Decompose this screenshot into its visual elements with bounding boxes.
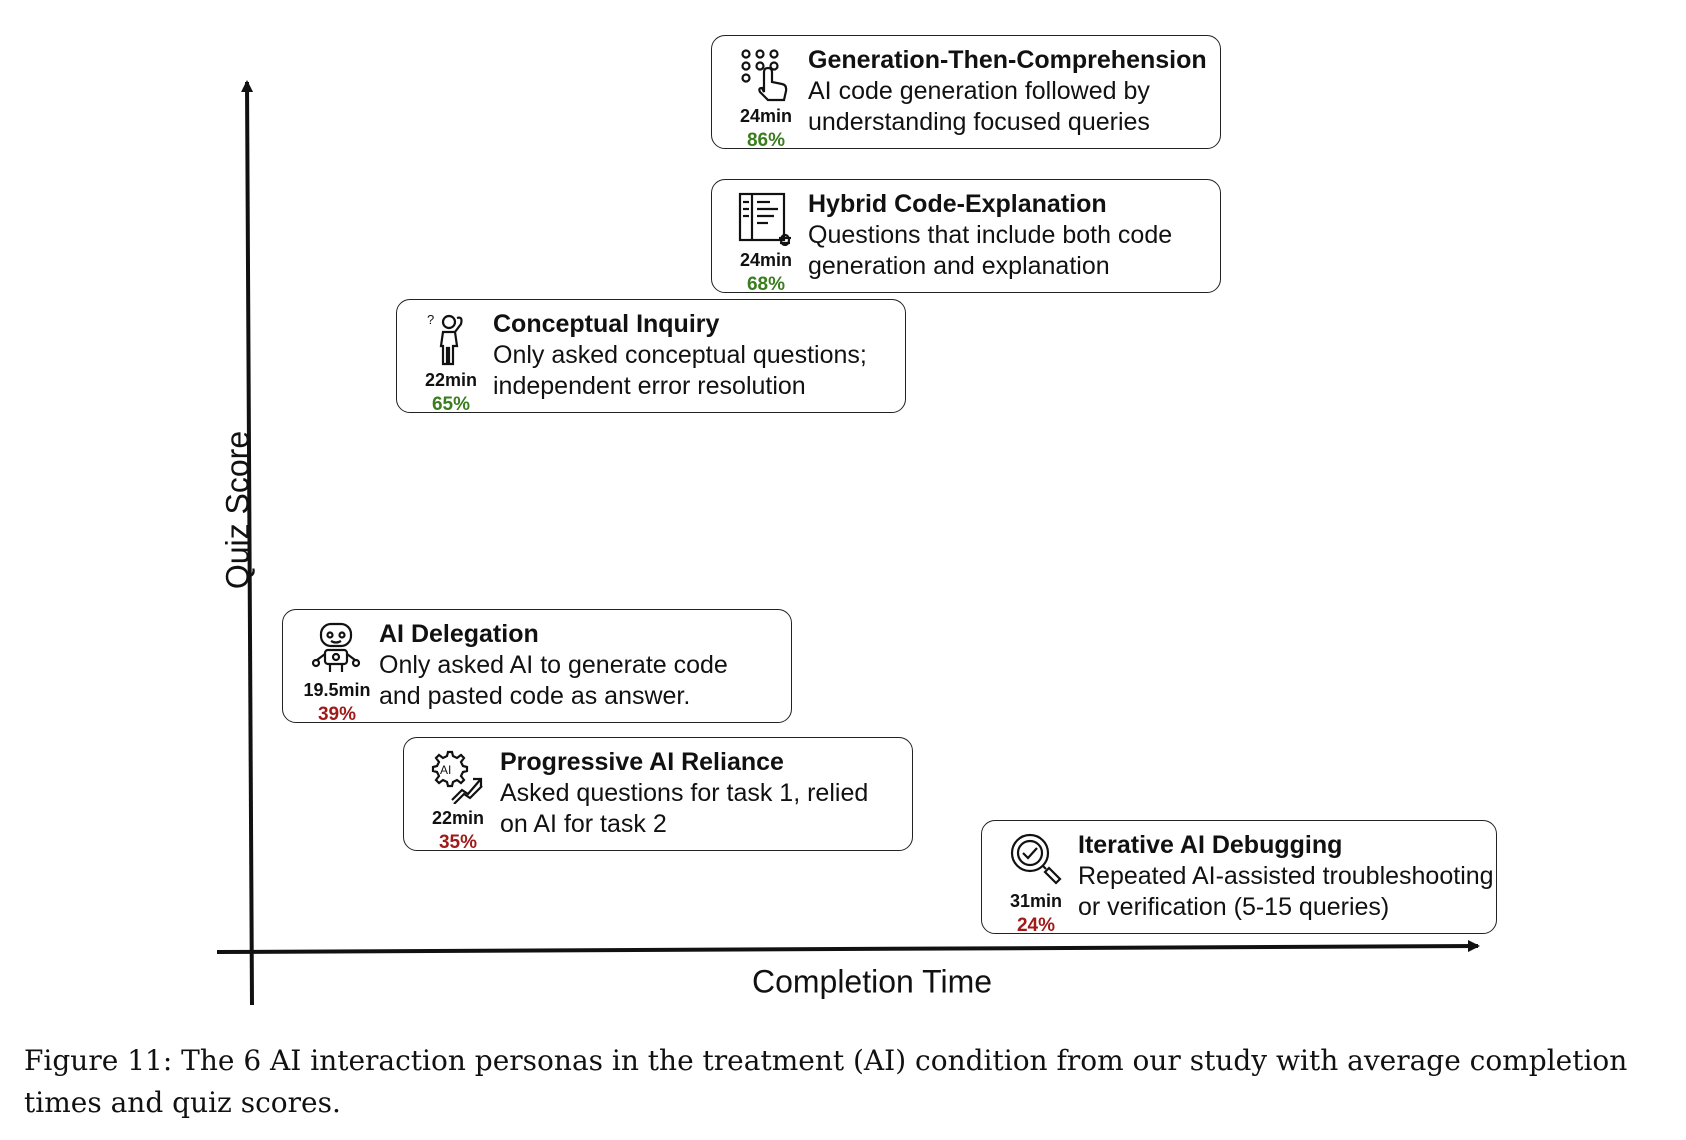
figure-caption: Figure 11: The 6 AI interaction personas… bbox=[24, 1044, 1628, 1119]
persona-time: 22min bbox=[424, 370, 478, 390]
persona-text: AI Delegation Only asked AI to generate … bbox=[379, 618, 785, 712]
persona-text: Hybrid Code-Explanation Questions that i… bbox=[808, 188, 1214, 282]
persona-score: 86% bbox=[746, 130, 786, 151]
persona-description-line: generation and explanation bbox=[808, 252, 1110, 280]
persona-icon-area: AI 22min 35% bbox=[416, 746, 500, 854]
x-axis bbox=[216, 940, 1480, 954]
magnifier-check-icon bbox=[1010, 833, 1062, 885]
ai-gear-growth-icon: AI bbox=[431, 750, 483, 804]
persona-icon-area: ? 22min 65% bbox=[409, 308, 493, 416]
persona-description-line: or verification (5-15 queries) bbox=[1078, 893, 1390, 921]
persona-score: 65% bbox=[431, 394, 471, 415]
persona-score: 39% bbox=[317, 704, 357, 725]
thinking-person-icon: ? bbox=[427, 312, 463, 366]
persona-time: 24min bbox=[739, 106, 793, 126]
persona-title: Progressive AI Reliance bbox=[500, 748, 784, 776]
persona-title: AI Delegation bbox=[379, 620, 539, 648]
persona-description-line: on AI for task 2 bbox=[500, 810, 667, 838]
persona-card-conceptual-inquiry: ? 22min 65% Conceptual Inquiry Only aske… bbox=[396, 299, 906, 416]
persona-title: Hybrid Code-Explanation bbox=[808, 190, 1107, 218]
persona-score: 35% bbox=[438, 832, 478, 853]
persona-description-line: and pasted code as answer. bbox=[379, 682, 691, 710]
persona-icon-area: 19.5min 39% bbox=[295, 618, 379, 726]
persona-score: 24% bbox=[1016, 915, 1056, 936]
persona-title: Generation-Then-Comprehension bbox=[808, 46, 1207, 74]
persona-time: 24min bbox=[739, 250, 793, 270]
persona-card-iterative-ai-debugging: 31min 24% Iterative AI Debugging Repeate… bbox=[981, 820, 1497, 937]
robot-icon bbox=[311, 622, 361, 672]
persona-text: Generation-Then-Comprehension AI code ge… bbox=[808, 44, 1214, 138]
persona-time: 22min bbox=[431, 808, 485, 828]
persona-text: Progressive AI Reliance Asked questions … bbox=[500, 746, 906, 840]
persona-description-line: understanding focused queries bbox=[808, 108, 1150, 136]
y-axis bbox=[241, 80, 254, 1006]
persona-title: Conceptual Inquiry bbox=[493, 310, 720, 338]
persona-title: Iterative AI Debugging bbox=[1078, 831, 1343, 859]
persona-icon-area: 31min 24% bbox=[994, 829, 1078, 937]
persona-icon-area: 24min 68% bbox=[724, 188, 808, 296]
persona-time: 19.5min bbox=[303, 680, 371, 700]
persona-description-line: Repeated AI-assisted troubleshooting bbox=[1078, 862, 1494, 890]
persona-card-generation-then-comprehension: 24min 86% Generation-Then-Comprehension … bbox=[711, 35, 1221, 152]
touch-dots-icon bbox=[741, 49, 788, 102]
persona-card-ai-delegation: 19.5min 39% AI Delegation Only asked AI … bbox=[282, 609, 792, 726]
persona-text: Conceptual Inquiry Only asked conceptual… bbox=[493, 308, 899, 402]
persona-card-progressive-ai-reliance: AI 22min 35% Progressive AI Reliance Ask… bbox=[403, 737, 913, 854]
axes bbox=[216, 80, 1480, 1006]
persona-description-line: Asked questions for task 1, relied bbox=[500, 779, 869, 807]
svg-text:AI: AI bbox=[440, 763, 451, 777]
persona-text: Iterative AI Debugging Repeated AI-assis… bbox=[1078, 829, 1494, 923]
persona-description-line: Only asked conceptual questions; bbox=[493, 341, 867, 369]
persona-description-line: Only asked AI to generate code bbox=[379, 651, 728, 679]
x-axis-label: Completion Time bbox=[751, 963, 993, 1000]
svg-text:?: ? bbox=[427, 312, 434, 327]
persona-card-hybrid-code-explanation: 24min 68% Hybrid Code-Explanation Questi… bbox=[711, 179, 1221, 296]
persona-score: 68% bbox=[746, 274, 786, 295]
code-document-icon bbox=[738, 192, 791, 246]
persona-time: 31min bbox=[1009, 891, 1063, 911]
persona-description-line: AI code generation followed by bbox=[808, 77, 1150, 105]
y-axis-label: Quiz Score bbox=[219, 430, 256, 590]
persona-description-line: Questions that include both code bbox=[808, 221, 1173, 249]
persona-description-line: independent error resolution bbox=[493, 372, 806, 400]
persona-icon-area: 24min 86% bbox=[724, 44, 808, 152]
